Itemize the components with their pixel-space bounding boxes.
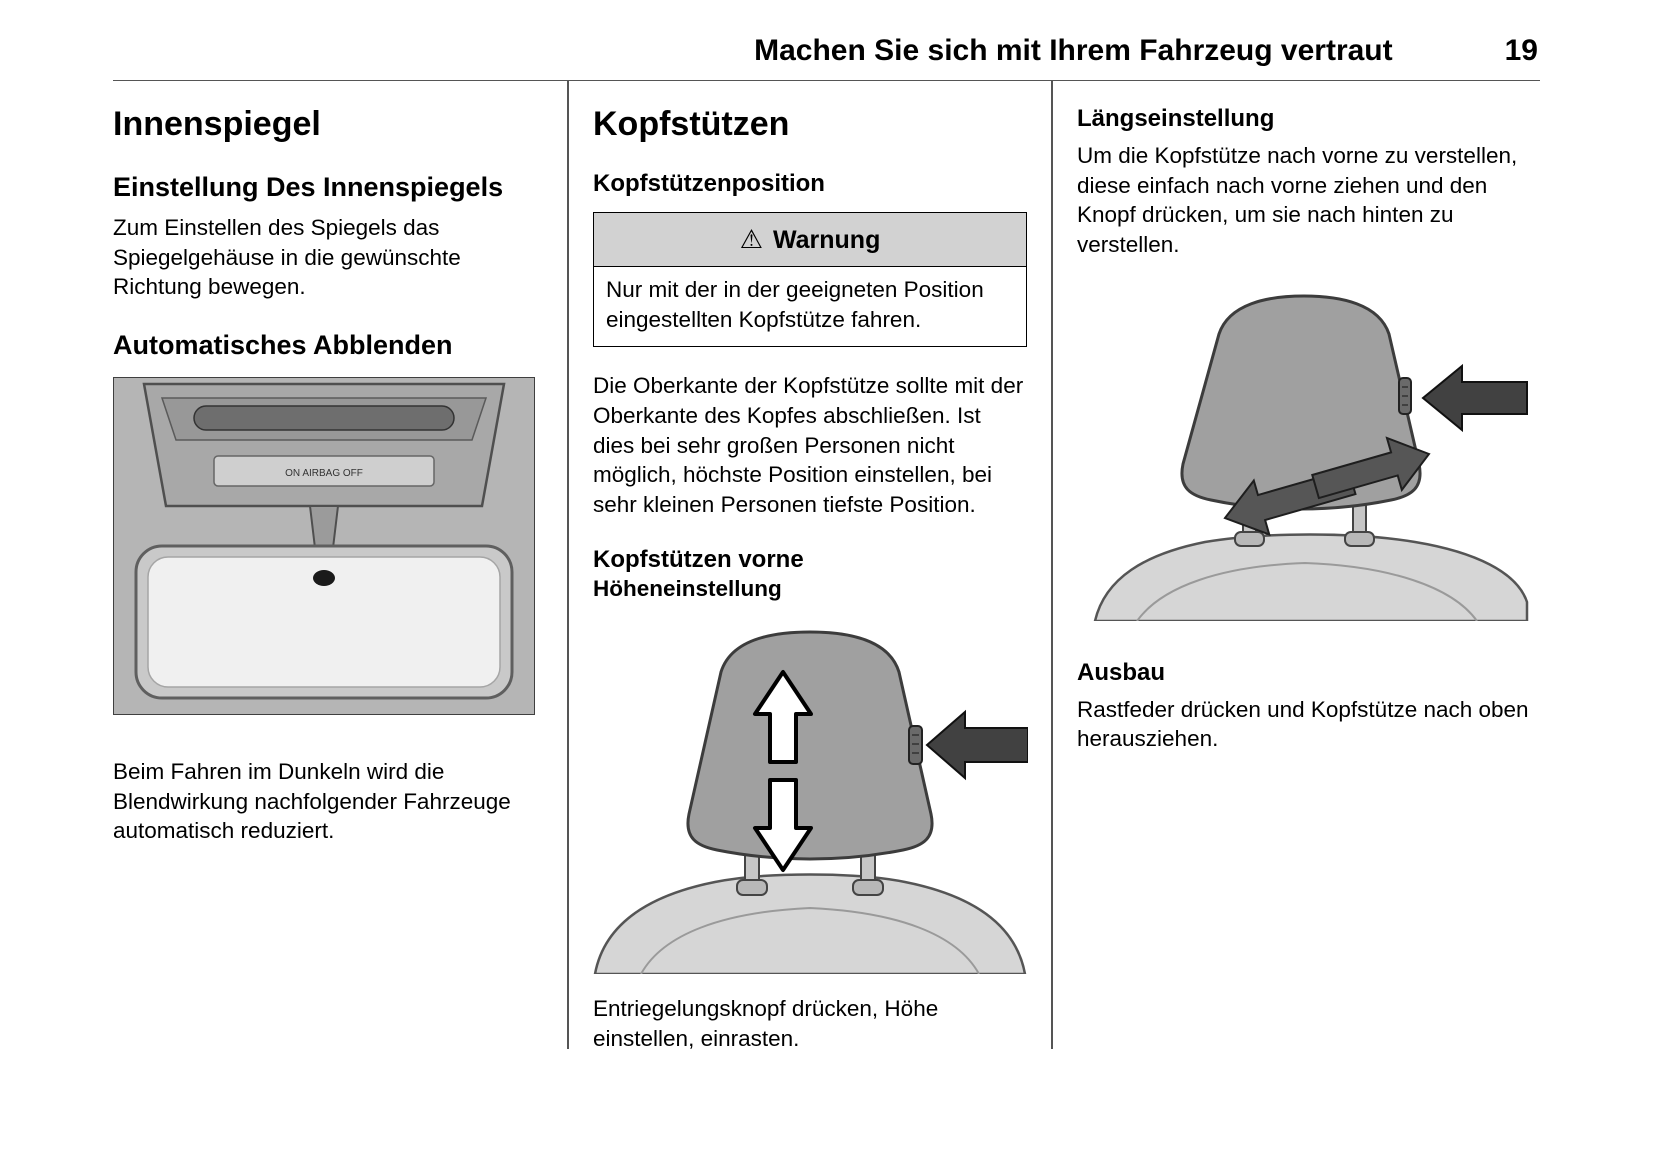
heading-kopfstuetzenposition: Kopfstützenposition	[593, 170, 825, 197]
interior-mirror-illustration: ON AIRBAG OFF	[113, 377, 535, 716]
heading-kopfstuetzen-vorne: Kopfstützen vorne	[593, 545, 804, 573]
page-header: Machen Sie sich mit Ihrem Fahrzeug vertr…	[113, 0, 1540, 81]
column-innenspiegel: Innenspiegel Einstellung Des Innenspiege…	[113, 81, 543, 854]
release-button-graphic	[908, 724, 923, 765]
light-sensor-dot	[313, 570, 335, 587]
paragraph-einstellung: Zum Einstellen des Spiegels das Spiegelg…	[113, 215, 461, 300]
running-header-title: Machen Sie sich mit Ihrem Fahrzeug vertr…	[754, 34, 1393, 67]
heading-einstellung-innenspiegel: Einstellung Des Innenspiegels	[113, 172, 504, 202]
press-button-arrow-icon	[925, 709, 1029, 781]
subheading-hoeheneinstellung: Höheneinstellung	[593, 575, 782, 601]
headrest-height-illustration	[593, 621, 1029, 976]
rearview-mirror-graphic	[134, 544, 514, 700]
tilt-back-arrow-icon	[1311, 436, 1431, 500]
caption-hoeheneinstellung: Entriegelungsknopf drücken, Höhe einstel…	[593, 995, 939, 1051]
airbag-status-panel-label: ON AIRBAG OFF	[285, 468, 363, 479]
seat-top-graphic	[593, 873, 1027, 976]
paragraph-abblenden: Beim Fahren im Dunkeln wird die Blendwir…	[113, 759, 511, 844]
headrest-graphic	[1180, 294, 1422, 511]
warning-text: Nur mit der in der geeigneten Position e…	[606, 277, 984, 332]
page-number: 19	[1504, 34, 1538, 67]
seat-top-graphic	[1093, 533, 1529, 622]
headrest-graphic	[686, 630, 934, 861]
paragraph-laengseinstellung: Um die Kopfstütze nach vorne zu verstell…	[1077, 143, 1518, 258]
warning-header: ⚠ Warnung	[594, 213, 1026, 267]
heading-automatisches-abblenden: Automatisches Abblenden	[113, 330, 453, 361]
mirror-stem-graphic	[308, 505, 340, 550]
headrest-posts-graphic	[1234, 496, 1375, 547]
overhead-console-graphic: ON AIRBAG OFF	[142, 382, 506, 508]
warning-title: Warnung	[772, 226, 881, 254]
paragraph-ausbau: Rastfeder drücken und Kopfstütze nach ob…	[1077, 696, 1529, 752]
press-button-arrow-icon	[1421, 363, 1528, 432]
warning-triangle-icon: ⚠	[739, 224, 763, 254]
heading-ausbau: Ausbau	[1077, 658, 1166, 686]
heading-laengseinstellung: Längseinstellung	[1077, 105, 1275, 132]
release-button-graphic	[1398, 376, 1412, 415]
headrest-tilt-illustration	[1077, 285, 1540, 622]
down-arrow-icon	[753, 777, 813, 872]
column-laengseinstellung: Längseinstellung Um die Kopfstütze nach …	[1077, 81, 1540, 762]
up-arrow-icon	[753, 669, 813, 764]
heading-innenspiegel: Innenspiegel	[113, 105, 321, 143]
column-divider-right	[1051, 81, 1053, 1049]
warning-box: ⚠ Warnung Nur mit der in der geeigneten P…	[593, 212, 1027, 348]
column-kopfstuetzen: Kopfstützen Kopfstützenposition ⚠ Warnung…	[593, 81, 1029, 1061]
paragraph-kopfstuetzenposition: Die Oberkante der Kopfstütze sollte mit …	[593, 373, 1024, 518]
content-columns: Innenspiegel Einstellung Des Innenspiege…	[0, 81, 1653, 1061]
heading-kopfstuetzen: Kopfstützen	[593, 105, 790, 143]
column-divider-left	[567, 81, 569, 1049]
